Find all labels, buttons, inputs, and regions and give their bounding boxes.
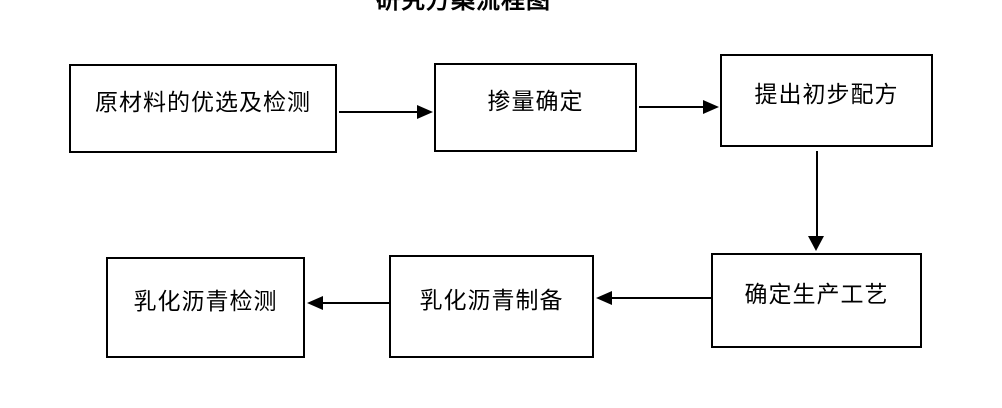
node-label: 提出初步配方 bbox=[754, 81, 899, 107]
node-label: 乳化沥青检测 bbox=[133, 288, 278, 314]
arrow-line bbox=[639, 106, 705, 108]
arrowhead-right-icon bbox=[417, 105, 433, 119]
node-label: 确定生产工艺 bbox=[744, 281, 889, 307]
node-label: 掺量确定 bbox=[487, 88, 584, 114]
flowchart-title: 研究方案流程图 bbox=[376, 0, 551, 14]
node-production-process: 确定生产工艺 bbox=[711, 253, 922, 348]
arrowhead-left-icon bbox=[307, 296, 323, 310]
arrowhead-down-icon bbox=[808, 236, 824, 251]
node-emulsified-asphalt-testing: 乳化沥青检测 bbox=[106, 257, 305, 358]
node-emulsified-asphalt-preparation: 乳化沥青制备 bbox=[389, 255, 594, 358]
node-preliminary-formula: 提出初步配方 bbox=[720, 54, 933, 147]
arrow-line bbox=[612, 297, 711, 299]
arrow-line bbox=[323, 302, 389, 304]
node-label: 原材料的优选及检测 bbox=[95, 89, 311, 115]
node-label: 乳化沥青制备 bbox=[419, 287, 564, 313]
arrowhead-left-icon bbox=[596, 291, 612, 305]
node-raw-material-selection: 原材料的优选及检测 bbox=[69, 64, 337, 153]
node-dosage-determination: 掺量确定 bbox=[434, 63, 637, 152]
arrow-line bbox=[339, 111, 419, 113]
arrow-line bbox=[816, 151, 818, 237]
arrowhead-right-icon bbox=[703, 100, 719, 114]
